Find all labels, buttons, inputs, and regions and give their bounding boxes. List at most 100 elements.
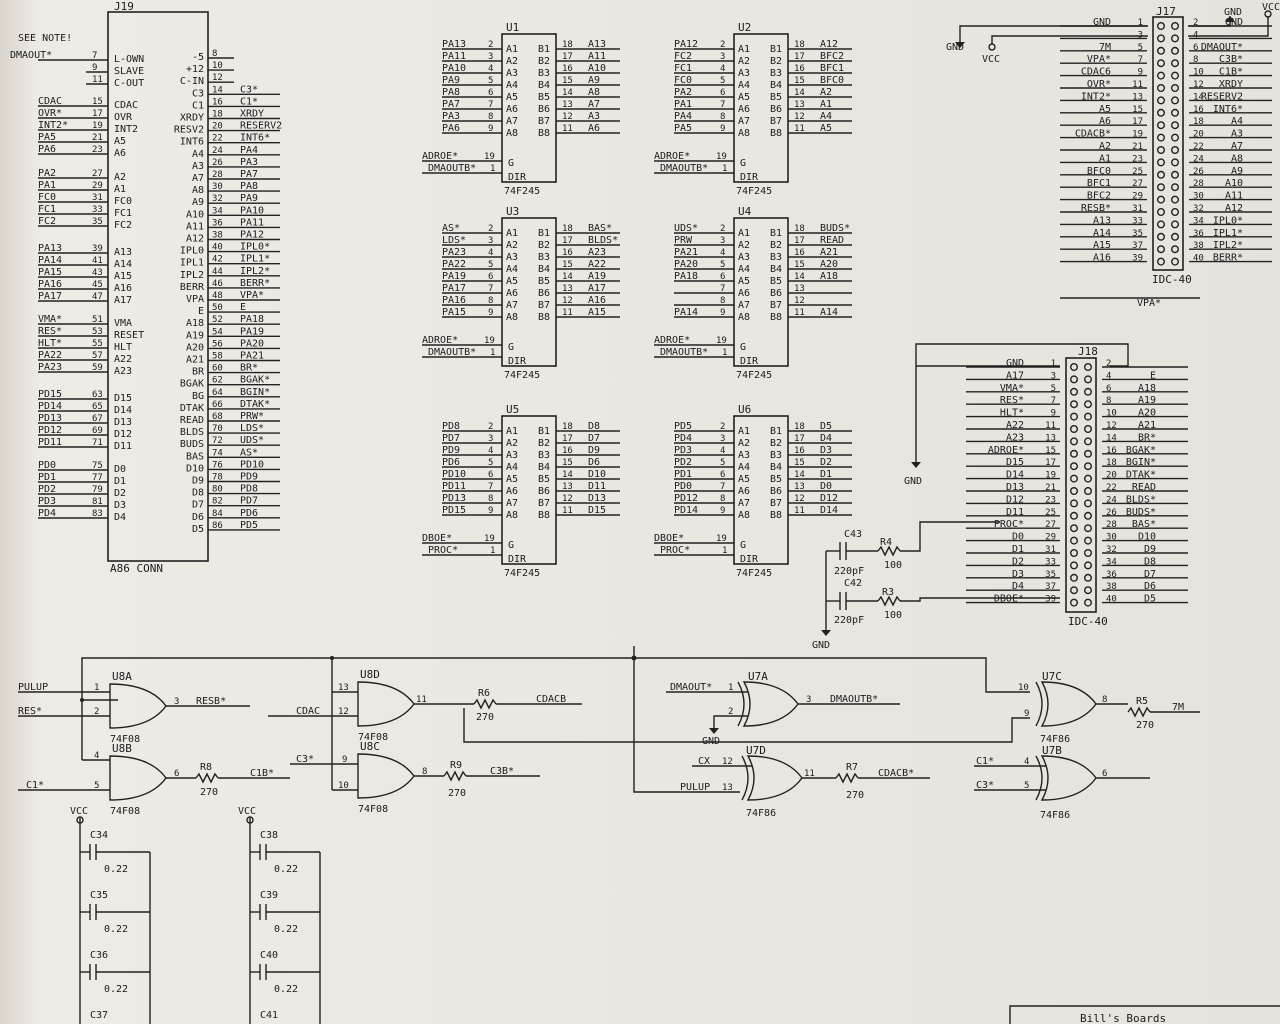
buffer-b-signal: BFC1 [820,63,844,74]
j17-right-pin: 38 [1193,241,1204,251]
j19-left-signal: PA1 [38,180,56,191]
j17-pin-dot [1156,133,1165,142]
j19-right-pin-name: A18 [186,318,204,329]
buffer-g-signal: ADROE* [422,335,458,346]
j17-left-signal: CDAC6 [1081,67,1111,78]
j18-left-pin: 11 [1045,421,1056,431]
j17-pin-dot [1170,108,1179,117]
buffer-a-signal: PD15 [442,505,466,516]
buffer-b-pin-name: B5 [538,92,550,103]
j19-right-pin-number: 54 [212,327,223,337]
j17-left-signal: A15 [1093,240,1111,251]
j19-right-signal: PA10 [240,205,264,216]
buffer-b-pin-name: B5 [770,92,782,103]
buffer-b-signal: BUDS* [820,223,850,234]
j19-right-signal: AS* [240,447,258,458]
buffer-b-signal: D5 [820,421,832,432]
j18-right-pin: 6 [1106,384,1111,394]
buffer-ref: U1 [506,21,519,34]
j19-left-signal: VMA* [38,314,62,325]
j19-right-signal: BGAK* [240,375,270,386]
buffer-b-pin-name: B6 [538,288,550,299]
caps-vcc-right: VCC [238,806,256,817]
j19-left-signal: PD15 [38,389,62,400]
j18-left-pin: 33 [1045,557,1056,567]
j17-right-pin: 36 [1193,229,1204,239]
buffer-b-pin-number: 12 [794,112,805,122]
j19-right-pin-name: +12 [186,64,204,75]
j19-left-pin-name: A23 [114,366,132,377]
buffer-a-pin-name: A6 [738,104,750,115]
j19-right-pin-name: A11 [186,221,204,232]
u8c-p10: 10 [338,781,349,791]
buffer-b-pin-name: B4 [538,264,550,275]
j18-pin-dot [1069,511,1078,520]
j18-right-pin: 40 [1106,595,1117,605]
buffer-a-signal: PA10 [442,63,466,74]
buffer-b-signal: A10 [588,63,606,74]
j17-pin-dot [1156,83,1165,92]
j19-left-pin-number: 47 [92,292,103,302]
buffer-a-pin-name: A8 [738,128,750,139]
buffer-b-signal: A17 [588,283,606,294]
u7a-p2: 2 [728,707,733,717]
j17-left-signal: VPA* [1087,54,1111,65]
buffer-a-pin-name: A6 [506,486,518,497]
j19-left-pin-number: 67 [92,414,103,424]
buffer-a-pin-number: 7 [488,100,493,110]
j18-right-pin: 20 [1106,471,1117,481]
j18-left-signal: D2 [1012,556,1024,567]
buffer-b-pin-name: B6 [770,288,782,299]
j19-right-signal: PA7 [240,169,258,180]
j19-right-pin-name: A3 [192,161,204,172]
buffer-b-signal: A11 [588,51,606,62]
j17-left-pin: 29 [1132,192,1143,202]
j18-left-pin: 13 [1045,433,1056,443]
j19-right-pin-number: 58 [212,352,223,362]
buffer-a-pin-name: A4 [506,462,518,473]
j19-right-signal: PD6 [240,508,258,519]
buffer-a-pin-number: 6 [720,88,725,98]
buffer-b-pin-name: B1 [538,426,550,437]
j17-left-signal: OVR* [1087,79,1111,90]
cap-value: 0.22 [104,924,128,935]
j18-pin-dot [1083,586,1092,595]
j17-gnd-left: GND [946,42,964,53]
buffer-part: 74F245 [504,370,540,381]
j19-right-pin-number: 26 [212,158,223,168]
j19-right-pin-number: 18 [212,110,223,120]
j19-left-pin-number: 9 [92,63,97,73]
u8a-in1: PULUP [18,682,48,693]
buffer-a-signal: PA1 [674,99,692,110]
buffer-a-signal: PA11 [442,51,466,62]
buffer-a-pin-name: A4 [738,80,750,91]
buffer-b-signal: A13 [588,39,606,50]
j17-left-pin: 17 [1132,117,1143,127]
j19-left-pin-number: 69 [92,426,103,436]
j17-pin-dot [1170,34,1179,43]
j17-right-signal: DMAOUT* [1201,42,1243,53]
j18-pin-dot [1069,387,1078,396]
buffer-a-signal: AS* [442,223,460,234]
j19-right-signal: BERR* [240,278,270,289]
buffer-a-pin-name: A7 [506,116,518,127]
j18-pin-dot [1083,549,1092,558]
buffer-b-pin-name: B3 [538,68,550,79]
j19-right-pin-name: A12 [186,234,204,245]
j17-left-pin: 5 [1138,43,1143,53]
buffer-part: 74F245 [736,568,772,579]
j18-right-signal: D7 [1144,569,1156,580]
u8c-p8: 8 [422,767,427,777]
j19-right-signal: IPL0* [240,242,270,253]
buffer-b-pin-number: 17 [794,52,805,62]
r4-ref: R4 [880,537,892,548]
buffer-a-signal: FC0 [674,75,692,86]
buffer-b-pin-name: B2 [538,438,550,449]
j17-right-signal: C3B* [1219,54,1243,65]
buffer-g-signal: ADROE* [654,335,690,346]
j19-right-signal: PA20 [240,338,264,349]
j19-right-pin-number: 42 [212,255,223,265]
j18-pin-dot [1069,400,1078,409]
